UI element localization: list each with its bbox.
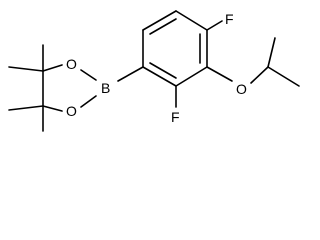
- bond-o-ch: [250, 66, 269, 84]
- double-bond-inner: [149, 62, 177, 79]
- atom-f-top: F: [225, 11, 234, 27]
- bond: [175, 66, 208, 87]
- atom-boron: B: [101, 80, 110, 96]
- bond-methyl: [8, 105, 44, 111]
- benzene-ring: [142, 10, 208, 87]
- bond-to-boron: [117, 66, 144, 82]
- structure-diagram: F O F B O O: [8, 10, 300, 132]
- bond-b-o: [80, 95, 97, 108]
- bond-to-f-top: [206, 20, 223, 31]
- bond-methyl: [8, 66, 44, 72]
- atom-o-ring-bottom: O: [66, 103, 77, 119]
- bond-o-c: [42, 105, 63, 112]
- bond: [142, 10, 177, 31]
- bond-b-o: [80, 69, 97, 81]
- double-bond-inner: [149, 18, 177, 35]
- atom-f-bottom: F: [171, 109, 180, 125]
- bond-ch-ch3: [267, 66, 300, 87]
- atom-o-ring-top: O: [66, 56, 77, 72]
- dioxaborolane-ring: [42, 64, 97, 112]
- bond: [142, 66, 177, 87]
- bond-o-c: [42, 64, 63, 72]
- bond-to-o-ether: [206, 66, 233, 82]
- bond: [175, 10, 208, 31]
- atom-o-ether: O: [236, 81, 247, 97]
- bond-ch-ch3: [267, 37, 276, 68]
